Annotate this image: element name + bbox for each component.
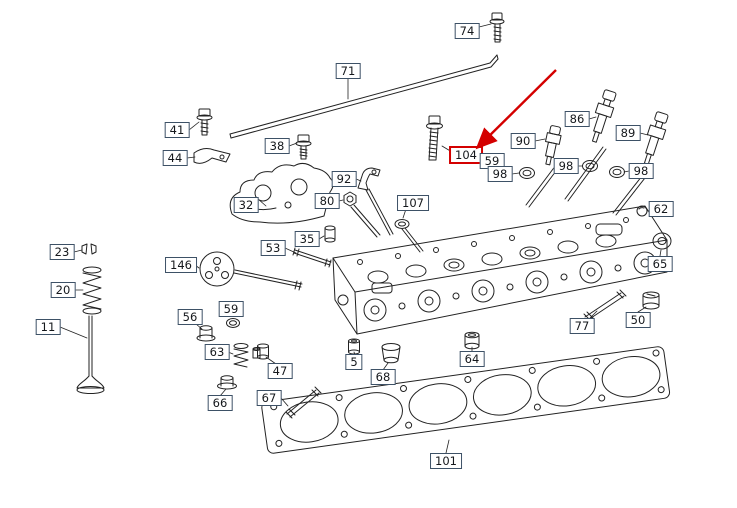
part-label-77[interactable]: 77: [569, 318, 595, 334]
part-32-bearing-caps: [229, 162, 334, 224]
part-50-screw-plug: [642, 291, 660, 310]
part-71-oil-pipe: [229, 54, 499, 139]
part-67-stud: [285, 386, 322, 419]
part-label-56[interactable]: 56: [177, 309, 203, 325]
part-label-5[interactable]: 5: [345, 354, 363, 370]
part-53-stud: [292, 247, 332, 268]
sensor-mounting-studs: [525, 146, 653, 216]
part-41-bolt: [196, 108, 213, 136]
part-label-44[interactable]: 44: [162, 150, 188, 166]
part-label-62[interactable]: 62: [648, 201, 674, 217]
part-59a-ring: [226, 318, 240, 328]
part-label-98c[interactable]: 98: [628, 163, 654, 179]
part-56-stem-seal: [196, 325, 216, 342]
part-35-plug: [324, 225, 336, 243]
part-label-59a[interactable]: 59: [218, 301, 244, 317]
part-label-38[interactable]: 38: [264, 138, 290, 154]
part-62-ball: [636, 205, 648, 217]
part-89-sensor: [643, 111, 669, 165]
part-label-35[interactable]: 35: [294, 231, 320, 247]
part-63-spring: [233, 343, 261, 368]
part-146-flange: [199, 251, 303, 291]
part-label-32[interactable]: 32: [233, 197, 259, 213]
part-label-65[interactable]: 65: [647, 256, 673, 272]
part-65-disc: [652, 232, 672, 250]
part-label-98b[interactable]: 98: [553, 158, 579, 174]
part-label-53[interactable]: 53: [260, 240, 286, 256]
part-label-41[interactable]: 41: [164, 122, 190, 138]
part-label-146[interactable]: 146: [165, 257, 197, 273]
part-label-23[interactable]: 23: [49, 244, 75, 260]
part-label-86[interactable]: 86: [564, 111, 590, 127]
part-label-107[interactable]: 107: [397, 195, 429, 211]
part-label-63[interactable]: 63: [204, 344, 230, 360]
part-11-valve: [76, 315, 105, 394]
part-label-11[interactable]: 11: [35, 319, 61, 335]
part-label-71[interactable]: 71: [335, 63, 361, 79]
cylinder-head: [332, 205, 668, 335]
part-77-stud: [583, 289, 627, 321]
part-label-101[interactable]: 101: [430, 453, 462, 469]
part-label-50[interactable]: 50: [625, 312, 651, 328]
part-label-47[interactable]: 47: [267, 363, 293, 379]
part-92-clamp: [357, 167, 394, 236]
part-label-59b[interactable]: 59: [479, 153, 505, 169]
part-label-98a[interactable]: 98: [487, 166, 513, 182]
part-label-68[interactable]: 68: [370, 369, 396, 385]
leader-lines: [59, 23, 662, 454]
part-104-bolt: [426, 115, 443, 161]
part-47-bushing: [257, 343, 269, 360]
head-gasket: [261, 346, 671, 454]
part-74-bolt: [489, 12, 505, 43]
part-5-sleeve: [348, 338, 360, 355]
part-107-washer: [394, 219, 424, 253]
part-label-74[interactable]: 74: [454, 23, 480, 39]
part-label-92[interactable]: 92: [331, 171, 357, 187]
part-86-sensor: [591, 89, 617, 143]
part-label-90[interactable]: 90: [510, 133, 536, 149]
part-label-20[interactable]: 20: [50, 282, 76, 298]
part-label-104[interactable]: 104: [449, 146, 483, 164]
part-20-valve-spring: [82, 266, 102, 315]
part-label-64[interactable]: 64: [459, 351, 485, 367]
part-80-nut: [343, 191, 381, 238]
part-44-bracket: [193, 148, 231, 164]
part-label-67[interactable]: 67: [256, 390, 282, 406]
part-label-66[interactable]: 66: [207, 395, 233, 411]
part-label-80[interactable]: 80: [314, 193, 340, 209]
part-68-plug: [381, 343, 401, 364]
part-label-89[interactable]: 89: [615, 125, 641, 141]
part-66-seal: [217, 375, 237, 390]
